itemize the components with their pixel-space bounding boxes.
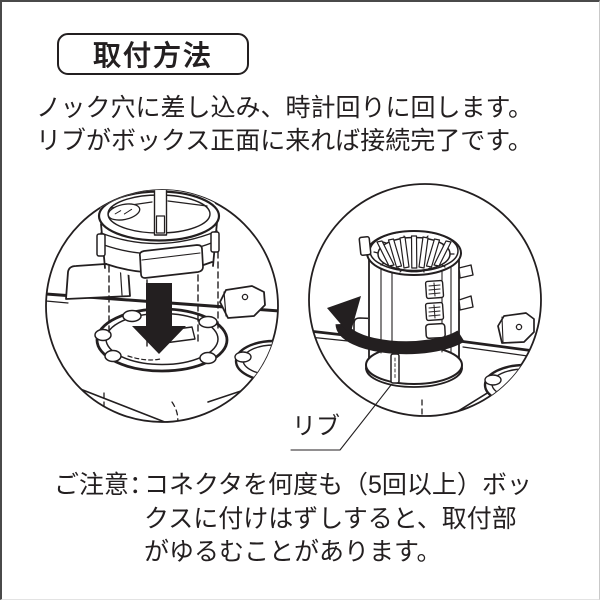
- caution-label: ご注意：: [54, 471, 155, 499]
- connector-split-tab: [153, 190, 168, 236]
- connector-side-tab: [210, 231, 220, 253]
- figure-insert-step: [45, 189, 279, 423]
- rib-marker: [390, 353, 400, 384]
- box-clip-right: [497, 312, 535, 344]
- caution-line: コネクタを何度も（5回以上）ボッ: [144, 471, 532, 499]
- rib-callout-label: リブ: [292, 413, 340, 440]
- instruction-line: リブがボックス正面に来れば接続完了です。: [36, 127, 533, 155]
- page-title: 取付方法: [92, 40, 213, 71]
- instruction-text: ノック穴に差し込み、時計回りに回します。 リブがボックス正面に来れば接続完了です…: [36, 92, 533, 158]
- figure-circle-border: [308, 183, 542, 417]
- connector-side-tab: [96, 233, 106, 257]
- connector-front-band: [138, 244, 204, 279]
- down-arrow-icon: [132, 283, 186, 354]
- rotate-clockwise-arrow-icon: [327, 296, 465, 355]
- inner-cage-slats: [376, 235, 452, 273]
- caution-line: クスに付けはずしすると、取付部: [144, 504, 517, 533]
- caution-text: ご注意： コネクタを何度も（5回以上）ボッ クスに付けはずしすると、取付部 がゆ…: [54, 469, 532, 570]
- connector-installed: [358, 229, 474, 388]
- instruction-line: ノック穴に差し込み、時計回りに回します。: [36, 94, 534, 122]
- connector-window: [425, 322, 446, 340]
- figure-rotate-step: [308, 183, 542, 417]
- knockout-hole-partial: [483, 363, 541, 407]
- connector-side-tab: [458, 264, 474, 279]
- caution-line: がゆるむことがあります。: [144, 538, 442, 566]
- stamp-oval-icon: [107, 203, 141, 221]
- side-label-marks: [424, 279, 445, 322]
- rib-leader-line: [290, 384, 392, 451]
- section-title-box: 取付方法: [57, 33, 249, 75]
- connector-top: [96, 190, 221, 279]
- knockout-hole-partial: [234, 339, 278, 383]
- connector-side-tab: [458, 295, 474, 311]
- connector-side-tab: [358, 235, 372, 257]
- box-clip-right: [219, 285, 266, 319]
